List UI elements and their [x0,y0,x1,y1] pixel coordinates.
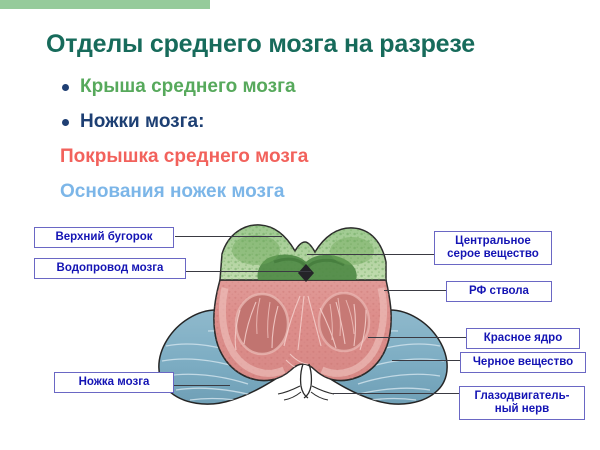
sub-item-tegmentum: Покрышка среднего мозга [60,146,308,168]
region-oculomotor-nerve [277,363,335,401]
midbrain-cross-section-figure [150,218,450,433]
bullet-dot-icon [62,118,69,126]
bullet-label-tectum: Крыша среднего мозга [80,76,296,97]
callout-oculomotor-nerve[interactable]: Глазодвигатель-ный нерв [459,386,585,420]
leader-line-substantia-nigra [392,360,466,361]
sub-label-crus-cerebri: Основания ножек мозга [60,181,285,202]
leader-line-crus-cerebri [168,385,230,386]
region-tegmentum [213,279,392,382]
callout-crus-cerebri[interactable]: Ножка мозга [54,372,174,393]
leader-line-cerebral-aqueduct [186,271,311,272]
sub-label-tegmentum: Покрышка среднего мозга [60,146,309,167]
leader-line-central-gray-matter [307,254,434,255]
leader-line-reticular-formation [384,290,446,291]
leader-line-oculomotor-nerve [333,393,465,394]
region-tectum [219,224,387,282]
bullet-item-tectum: Крыша среднего мозга [62,76,296,98]
callout-central-gray-matter[interactable]: Центральное серое вещество [434,231,552,265]
sub-item-crus-cerebri: Основания ножек мозга [60,181,284,203]
cerebral-aqueduct-marker [298,264,314,282]
accent-bar [0,0,210,9]
bullet-dot-icon [62,83,69,91]
callout-cerebral-aqueduct[interactable]: Водопровод мозга [34,258,186,279]
callout-reticular-formation[interactable]: РФ ствола [446,281,552,302]
leader-line-superior-colliculus [175,236,282,237]
bullet-item-peduncles: Ножки мозга: [62,111,204,133]
leader-line-red-nucleus [368,337,466,338]
callout-substantia-nigra[interactable]: Черное вещество [460,352,586,373]
page-title: Отделы среднего мозга на разрезе [46,30,475,58]
bullet-label-peduncles: Ножки мозга: [80,111,205,132]
callout-superior-colliculus[interactable]: Верхний бугорок [34,227,174,248]
callout-red-nucleus[interactable]: Красное ядро [466,328,580,349]
